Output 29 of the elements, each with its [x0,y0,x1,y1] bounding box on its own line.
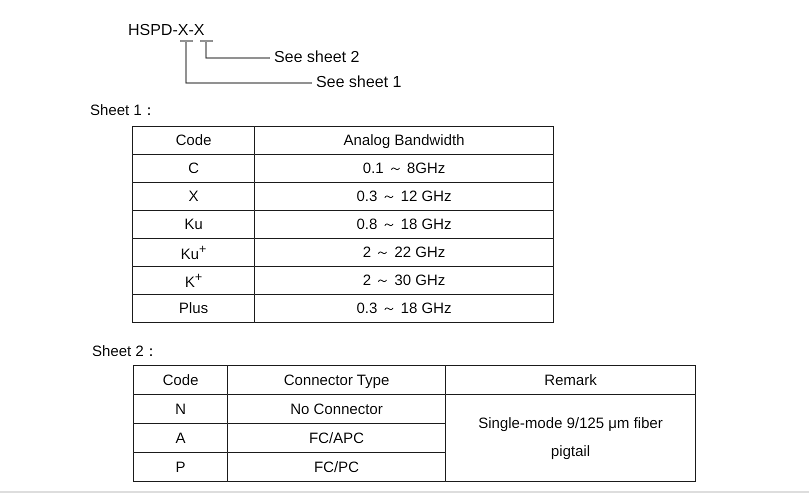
table-cell: C [132,154,254,182]
table-cell: 0.3 ～ 12 GHz [254,182,554,210]
table-cell: K$^{+}$ [132,266,254,294]
table-cell: N [134,394,228,424]
reference-text: See sheet 1 [316,74,402,92]
table-cell: 0.8 ～ 18 GHz [254,210,554,238]
table-cell: 2 ～ 30 GHz [254,266,554,294]
table-cell: Single-mode 9/125 μm fiber pigtail [446,394,696,482]
table-cell: Remark [446,366,696,394]
table-cell: Ku [132,210,254,238]
table-caption: Sheet 1： [90,101,157,120]
table-cell: Code [132,126,254,154]
table-caption: Sheet 2： [92,342,159,361]
table-cell: Plus [132,294,254,322]
table-cell: Analog Bandwidth [254,126,554,154]
table-cell: A [134,424,228,452]
table-cell: 2 ～ 22 GHz [254,238,554,266]
table-cell: Connector Type [228,366,446,394]
table-cell: P [134,452,228,482]
table-cell: X [132,182,254,210]
part-number: HSPD-X-X [128,22,204,40]
reference-text: See sheet 2 [274,49,360,67]
leader-line [186,42,312,84]
table-cell: Ku$^{+}$ [132,238,254,266]
leader-line [206,42,270,58]
table-cell: No Connector [228,394,446,424]
table-cell: 0.1 ～ 8GHz [254,154,554,182]
table-cell: 0.3 ～ 18 GHz [254,294,554,322]
table-cell: Code [134,366,228,394]
